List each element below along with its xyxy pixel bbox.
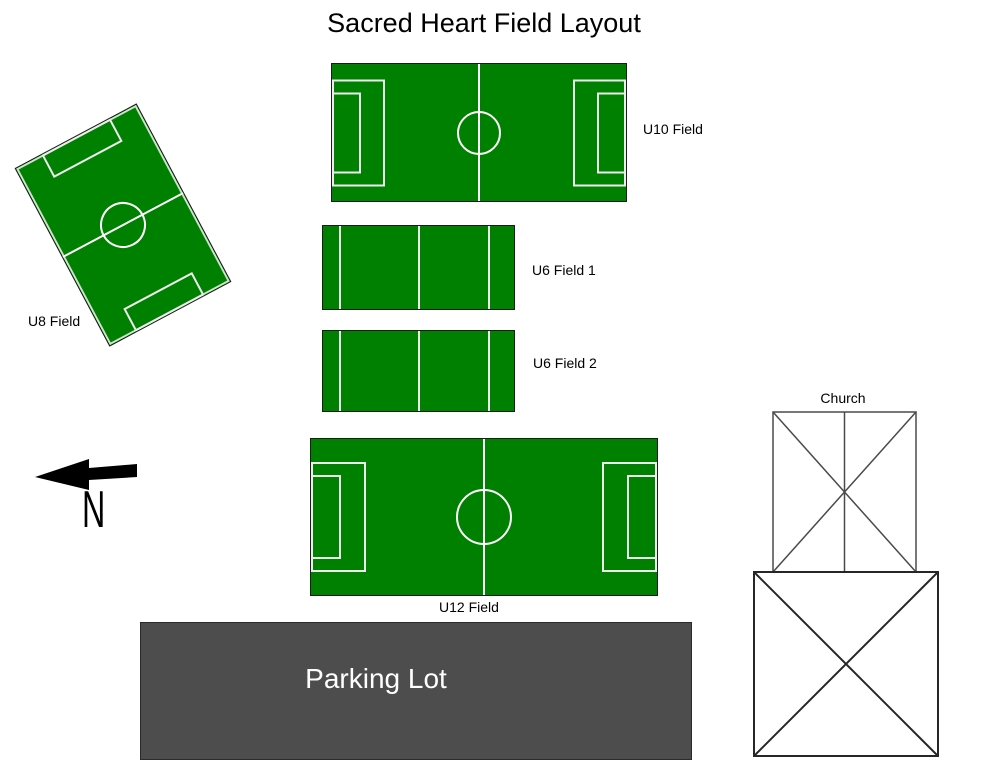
u8-field-label: U8 Field [28, 313, 81, 329]
page-title: Sacred Heart Field Layout [327, 8, 641, 38]
north-label: N [82, 481, 106, 539]
church-upper-block [772, 411, 917, 573]
church-label: Church [820, 390, 866, 406]
u6-2-center-line [417, 331, 420, 411]
u12-field [310, 438, 658, 596]
u6-2-goal-line-right [488, 331, 490, 411]
u10-center-circle [457, 110, 501, 155]
u8-goal-box-bottom [123, 272, 205, 332]
u10-field [331, 63, 627, 202]
u8-center-circle [91, 193, 155, 257]
u6-2-goal-line-left [339, 331, 341, 411]
u6-field-2 [322, 330, 515, 412]
u10-goal-box-left [332, 92, 361, 173]
u10-field-label: U10 Field [643, 121, 703, 137]
u12-goal-box-left [311, 475, 341, 559]
north-arrow-icon [35, 459, 137, 490]
u8-goal-box-top [41, 118, 123, 178]
parking-lot-label: Parking Lot [305, 663, 447, 694]
u8-field [14, 103, 232, 347]
u12-field-label: U12 Field [439, 599, 499, 615]
u10-goal-box-right [597, 92, 626, 173]
u6-1-center-line [417, 226, 420, 309]
u12-center-circle [456, 489, 512, 545]
u6-field-1 [322, 225, 515, 310]
parking-lot: Parking Lot [140, 622, 692, 760]
church-building [753, 411, 939, 757]
u12-goal-box-right [627, 475, 657, 559]
u6-field-2-label: U6 Field 2 [533, 355, 597, 371]
u6-field-1-label: U6 Field 1 [532, 262, 596, 278]
u6-1-goal-line-left [339, 226, 341, 309]
u6-1-goal-line-right [488, 226, 490, 309]
church-lower-block [753, 571, 939, 757]
